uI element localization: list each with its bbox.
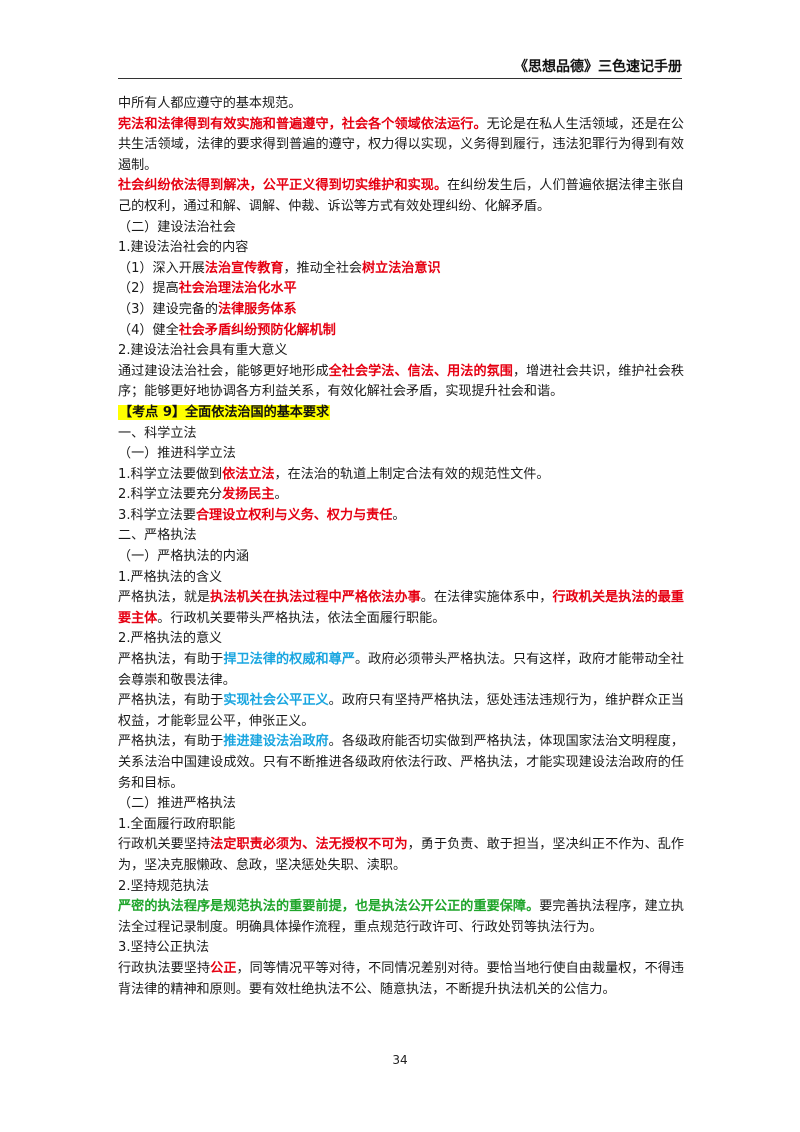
text-run: 中所有人都应遵守的基本规范。 (118, 96, 302, 111)
paragraph: 严格执法，就是执法机关在执法过程中严格依法办事。在法律实施体系中，行政机关是执法… (118, 588, 684, 629)
paragraph: （1）深入开展法治宣传教育，推动全社会树立法治意识 (118, 259, 684, 280)
paragraph: 2.坚持规范执法 (118, 877, 684, 898)
text-run: 二、严格执法 (118, 528, 197, 544)
key-point-blue: 实现社会公平正义 (223, 693, 329, 709)
key-point-red: 法律服务体系 (218, 301, 297, 317)
text-run: 无论是在私人生活领域，还是在公共生活领域，法律的要求得到普遍的遵守，权力得以实现… (118, 116, 685, 173)
paragraph: （3）建设完备的法律服务体系 (118, 300, 684, 321)
text-run: 。 (274, 487, 288, 503)
text-run: ，勇于负责、敢于担当，坚决纠正不作为、乱作为，坚决克服懒政、怠政，坚决惩处失职、… (118, 837, 685, 873)
text-run: 3.科学立法要 (118, 507, 196, 523)
text-run: 1.严格执法的含义 (118, 569, 223, 585)
key-point-red: 公正 (210, 960, 237, 976)
paragraph: （4）健全社会矛盾纠纷预防化解机制 (118, 321, 684, 342)
paragraph: 社会纠纷依法得到解决，公平正义得到切实维护和实现。在纠纷发生后，人们普遍依据法律… (118, 176, 684, 217)
paragraph: 二、严格执法 (118, 526, 684, 547)
text-run: 严格执法，有助于 (118, 734, 224, 750)
key-point-red: 树立法治意识 (362, 260, 441, 276)
page-header-title: 《思想品德》三色速记手册 (514, 59, 682, 75)
paragraph: 2.严格执法的意义 (118, 629, 684, 650)
key-point-red: 法定职责必须为、法无授权不可为 (210, 837, 408, 853)
paragraph: （2）提高社会治理法治化水平 (118, 279, 684, 300)
key-point-red: 全社会学法、信法、用法的氛围 (328, 363, 513, 379)
paragraph: 1.严格执法的含义 (118, 568, 684, 589)
key-point-red: 执法机关在执法过程中严格依法办事 (210, 590, 421, 606)
key-point-blue: 捍卫法律的权威和尊严 (223, 652, 355, 668)
text-run: 。 (392, 507, 406, 523)
text-run: （二）建设法治社会 (118, 219, 236, 235)
paragraph: 严格执法，有助于捍卫法律的权威和尊严。政府必须带头严格执法。只有这样，政府才能带… (118, 650, 684, 691)
text-run: 行政机关要坚持 (118, 837, 211, 853)
text-run: 2.坚持规范执法 (118, 878, 210, 894)
paragraph: （二）建设法治社会 (118, 218, 684, 239)
paragraph: 宪法和法律得到有效实施和普遍遵守，社会各个领域依法运行。无论是在私人生活领域，还… (118, 115, 684, 177)
text-run: ，增进社会共识，维护社会秩序；能够更好地协调各方利益关系，有效化解社会矛盾，实现… (118, 363, 685, 400)
paragraph: 3.科学立法要合理设立权利与义务、权力与责任。 (118, 506, 684, 527)
page-number: 34 (392, 1053, 408, 1067)
text-run: 。行政机关要带头严格执法，依法全面履行职能。 (157, 610, 446, 626)
text-run: 严格执法，有助于 (118, 652, 224, 668)
text-run: （1）深入开展 (118, 260, 205, 276)
paragraph: 【考点 9】全面依法治国的基本要求 (118, 403, 684, 424)
text-run: 通过建设法治社会，能够更好地形成 (118, 363, 329, 379)
text-run: 。在法律实施体系中， (420, 590, 553, 606)
text-run: 要完善执法程序，建立执法全过程记录制度。明确具体操作流程，重点规范行政许可、行政… (118, 899, 685, 935)
paragraph: （一）推进科学立法 (118, 444, 684, 465)
key-point-red: 社会矛盾纠纷预防化解机制 (178, 322, 336, 338)
paragraph: 行政执法要坚持公正，同等情况平等对待，不同情况差别对待。要恰当地行使自由裁量权，… (118, 959, 684, 1000)
paragraph: 2.建设法治社会具有重大意义 (118, 341, 684, 362)
key-point-green: 严密的执法程序是规范执法的重要前提，也是执法公开公正的重要保障。 (118, 899, 540, 915)
paragraph: （一）严格执法的内涵 (118, 547, 684, 568)
text-run: （一）推进科学立法 (118, 446, 236, 462)
paragraph: 严格执法，有助于实现社会公平正义。政府只有坚持严格执法，惩处违法违规行为，维护群… (118, 691, 684, 732)
text-run: 。各级政府能否切实做到严格执法，体现国家法治文明程度，关系法治中国建设成效。只有… (118, 734, 685, 791)
document-body: 中所有人都应遵守的基本规范。宪法和法律得到有效实施和普遍遵守，社会各个领域依法运… (118, 94, 684, 1000)
text-run: 。政府必须带头严格执法。只有这样，政府才能带动全社会尊崇和敬畏法律。 (118, 652, 685, 688)
paragraph: 一、科学立法 (118, 424, 684, 445)
text-run: 严格执法，有助于 (118, 693, 224, 709)
text-run: 。政府只有坚持严格执法，惩处违法违规行为，维护群众正当权益，才能彰显公平，伸张正… (118, 693, 685, 729)
header-divider (118, 78, 682, 79)
text-run: （3）建设完备的 (118, 301, 218, 317)
text-run: 严格执法，就是 (118, 590, 211, 606)
paragraph: 3.坚持公正执法 (118, 938, 684, 959)
text-run: （2）提高 (118, 281, 179, 297)
key-point-red: 社会纠纷依法得到解决，公平正义得到切实维护和实现。 (118, 178, 448, 194)
paragraph: 中所有人都应遵守的基本规范。 (118, 94, 684, 115)
text-run: 3.坚持公正执法 (118, 940, 210, 956)
text-run: 2.科学立法要充分 (118, 487, 223, 503)
text-run: ，同等情况平等对待，不同情况差别对待。要恰当地行使自由裁量权，不得违背法律的精神… (118, 960, 685, 997)
paragraph: 1.科学立法要做到依法立法，在法治的轨道上制定合法有效的规范性文件。 (118, 465, 684, 486)
text-run: （二）推进严格执法 (118, 796, 236, 812)
text-run: 1.科学立法要做到 (118, 466, 223, 482)
text-run: 1.建设法治社会的内容 (118, 240, 249, 256)
text-run: 1.全面履行政府职能 (118, 816, 236, 832)
key-point-red: 发扬民主 (222, 487, 275, 503)
text-run: 在纠纷发生后，人们普遍依据法律主张自己的权利，通过和解、调解、仲裁、诉讼等方式有… (118, 178, 685, 214)
key-point-red: 宪法和法律得到有效实施和普遍遵守，社会各个领域依法运行。 (118, 116, 487, 132)
text-run: 2.建设法治社会具有重大意义 (118, 343, 288, 359)
text-run: （一）严格执法的内涵 (118, 549, 249, 565)
paragraph: 2.科学立法要充分发扬民主。 (118, 485, 684, 506)
text-run: （4）健全 (118, 322, 179, 338)
paragraph: 1.全面履行政府职能 (118, 815, 684, 836)
paragraph: 通过建设法治社会，能够更好地形成全社会学法、信法、用法的氛围，增进社会共识，维护… (118, 362, 684, 403)
paragraph: 1.建设法治社会的内容 (118, 238, 684, 259)
paragraph: 行政机关要坚持法定职责必须为、法无授权不可为，勇于负责、敢于担当，坚决纠正不作为… (118, 835, 684, 876)
key-point-red: 合理设立权利与义务、权力与责任 (195, 507, 393, 523)
section-heading-highlight: 【考点 9】全面依法治国的基本要求 (118, 404, 331, 420)
key-point-red: 依法立法 (222, 466, 275, 482)
text-run: 行政执法要坚持 (118, 960, 211, 976)
text-run: ，推动全社会 (283, 260, 363, 276)
key-point-blue: 推进建设法治政府 (223, 734, 329, 750)
paragraph: 严密的执法程序是规范执法的重要前提，也是执法公开公正的重要保障。要完善执法程序，… (118, 897, 684, 938)
text-run: 2.严格执法的意义 (118, 631, 223, 647)
paragraph: 严格执法，有助于推进建设法治政府。各级政府能否切实做到严格执法，体现国家法治文明… (118, 732, 684, 794)
key-point-red: 法治宣传教育 (204, 260, 284, 276)
key-point-red: 社会治理法治化水平 (178, 281, 297, 297)
text-run: ，在法治的轨道上制定合法有效的规范性文件。 (274, 466, 550, 482)
key-point-red: 行政机关是执法的最重要主体 (118, 590, 685, 626)
text-run: 一、科学立法 (118, 425, 197, 441)
paragraph: （二）推进严格执法 (118, 794, 684, 815)
